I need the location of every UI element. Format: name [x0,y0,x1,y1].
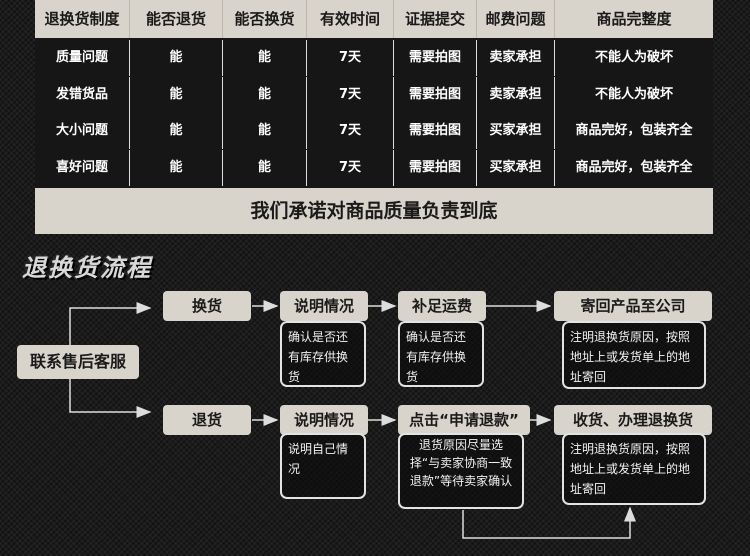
table-cell: 7天 [307,150,394,186]
return-policy-table: 退换货制度 能否退货 能否换货 有效时间 证据提交 邮费问题 商品完整度 质量问… [35,0,713,234]
table-cell: 买家承担 [477,150,555,186]
exchange-return-note: 注明退换货原因，按照地址上或发货单上的地址寄回 [562,321,706,389]
exchange-step-exchange: 换货 [163,291,251,321]
header-evidence: 证据提交 [394,0,477,38]
quality-promise-banner: 我们承诺对商品质量负责到底 [35,188,713,234]
header-can-return: 能否退货 [130,0,223,38]
flow-arrow [462,506,636,539]
table-cell: 能 [130,77,223,113]
header-valid-time: 有效时间 [307,0,394,38]
table-cell: 商品完好，包装齐全 [575,123,693,138]
table-cell: 能 [223,150,307,186]
exchange-explain-note: 确认是否还有库存供换货 [280,321,366,387]
table-cell: 7天 [307,40,394,76]
refund-step-apply: 点击“申请退款” [398,405,530,435]
header-postage: 邮费问题 [477,0,555,38]
table-cell: 发错货品 [35,77,130,113]
table-cell: 不能人为破坏 [594,50,673,65]
process-title: 退换货流程 [22,254,152,282]
table-header-row: 退换货制度 能否退货 能否换货 有效时间 证据提交 邮费问题 商品完整度 [35,0,713,38]
header-policy: 退换货制度 [35,0,130,38]
table-cell: 能 [130,150,223,186]
table-cell: 买家承担 [477,113,555,149]
table-cell: 能 [130,40,223,76]
flow-arrow [69,302,152,347]
contact-support-box: 联系售后客服 [17,345,139,379]
table-cell: 不能人为破坏 [594,87,673,102]
refund-explain-note: 说明自己情况 [280,433,366,499]
exchange-step-shipping: 补足运费 [398,291,486,321]
table-row: 大小问题 能 能 7天 需要拍图 买家承担 商品完好，包装齐全 [35,113,713,149]
table-cell: 卖家承担 [477,40,555,76]
table-row: 发错货品 能 能 7天 需要拍图 卖家承担 不能人为破坏 [35,77,713,113]
refund-apply-note: 退货原因尽量选择“与卖家协商一致退款”等待卖家确认 [398,433,524,509]
header-can-exchange: 能否换货 [223,0,307,38]
refund-receive-note: 注明退换货原因，按照地址上或发货单上的地址寄回 [562,433,706,505]
refund-step-return: 退货 [163,405,251,435]
flow-arrow [69,378,152,418]
exchange-step-return-product: 寄回产品至公司 [554,291,712,321]
table-cell: 7天 [307,77,394,113]
table-cell: 需要拍图 [394,150,477,186]
table-cell: 能 [223,113,307,149]
table-cell: 商品完好，包装齐全 [575,160,693,175]
table-cell: 7天 [307,113,394,149]
table-cell: 能 [223,40,307,76]
table-row: 喜好问题 能 能 7天 需要拍图 买家承担 商品完好，包装齐全 [35,150,713,186]
table-cell: 能 [130,113,223,149]
table-cell: 喜好问题 [35,150,130,186]
refund-step-explain: 说明情况 [280,405,368,435]
table-cell: 能 [223,77,307,113]
table-cell: 需要拍图 [394,40,477,76]
refund-step-receive: 收货、办理退换货 [554,405,712,435]
exchange-step-explain: 说明情况 [280,291,368,321]
table-cell: 质量问题 [35,40,130,76]
table-cell: 卖家承担 [477,77,555,113]
table-cell: 大小问题 [35,113,130,149]
header-integrity: 商品完整度 [596,10,672,28]
table-cell: 需要拍图 [394,113,477,149]
exchange-shipping-note: 确认是否还有库存供换货 [398,321,484,387]
table-row: 质量问题 能 能 7天 需要拍图 卖家承担 不能人为破坏 [35,40,713,76]
table-cell: 需要拍图 [394,77,477,113]
